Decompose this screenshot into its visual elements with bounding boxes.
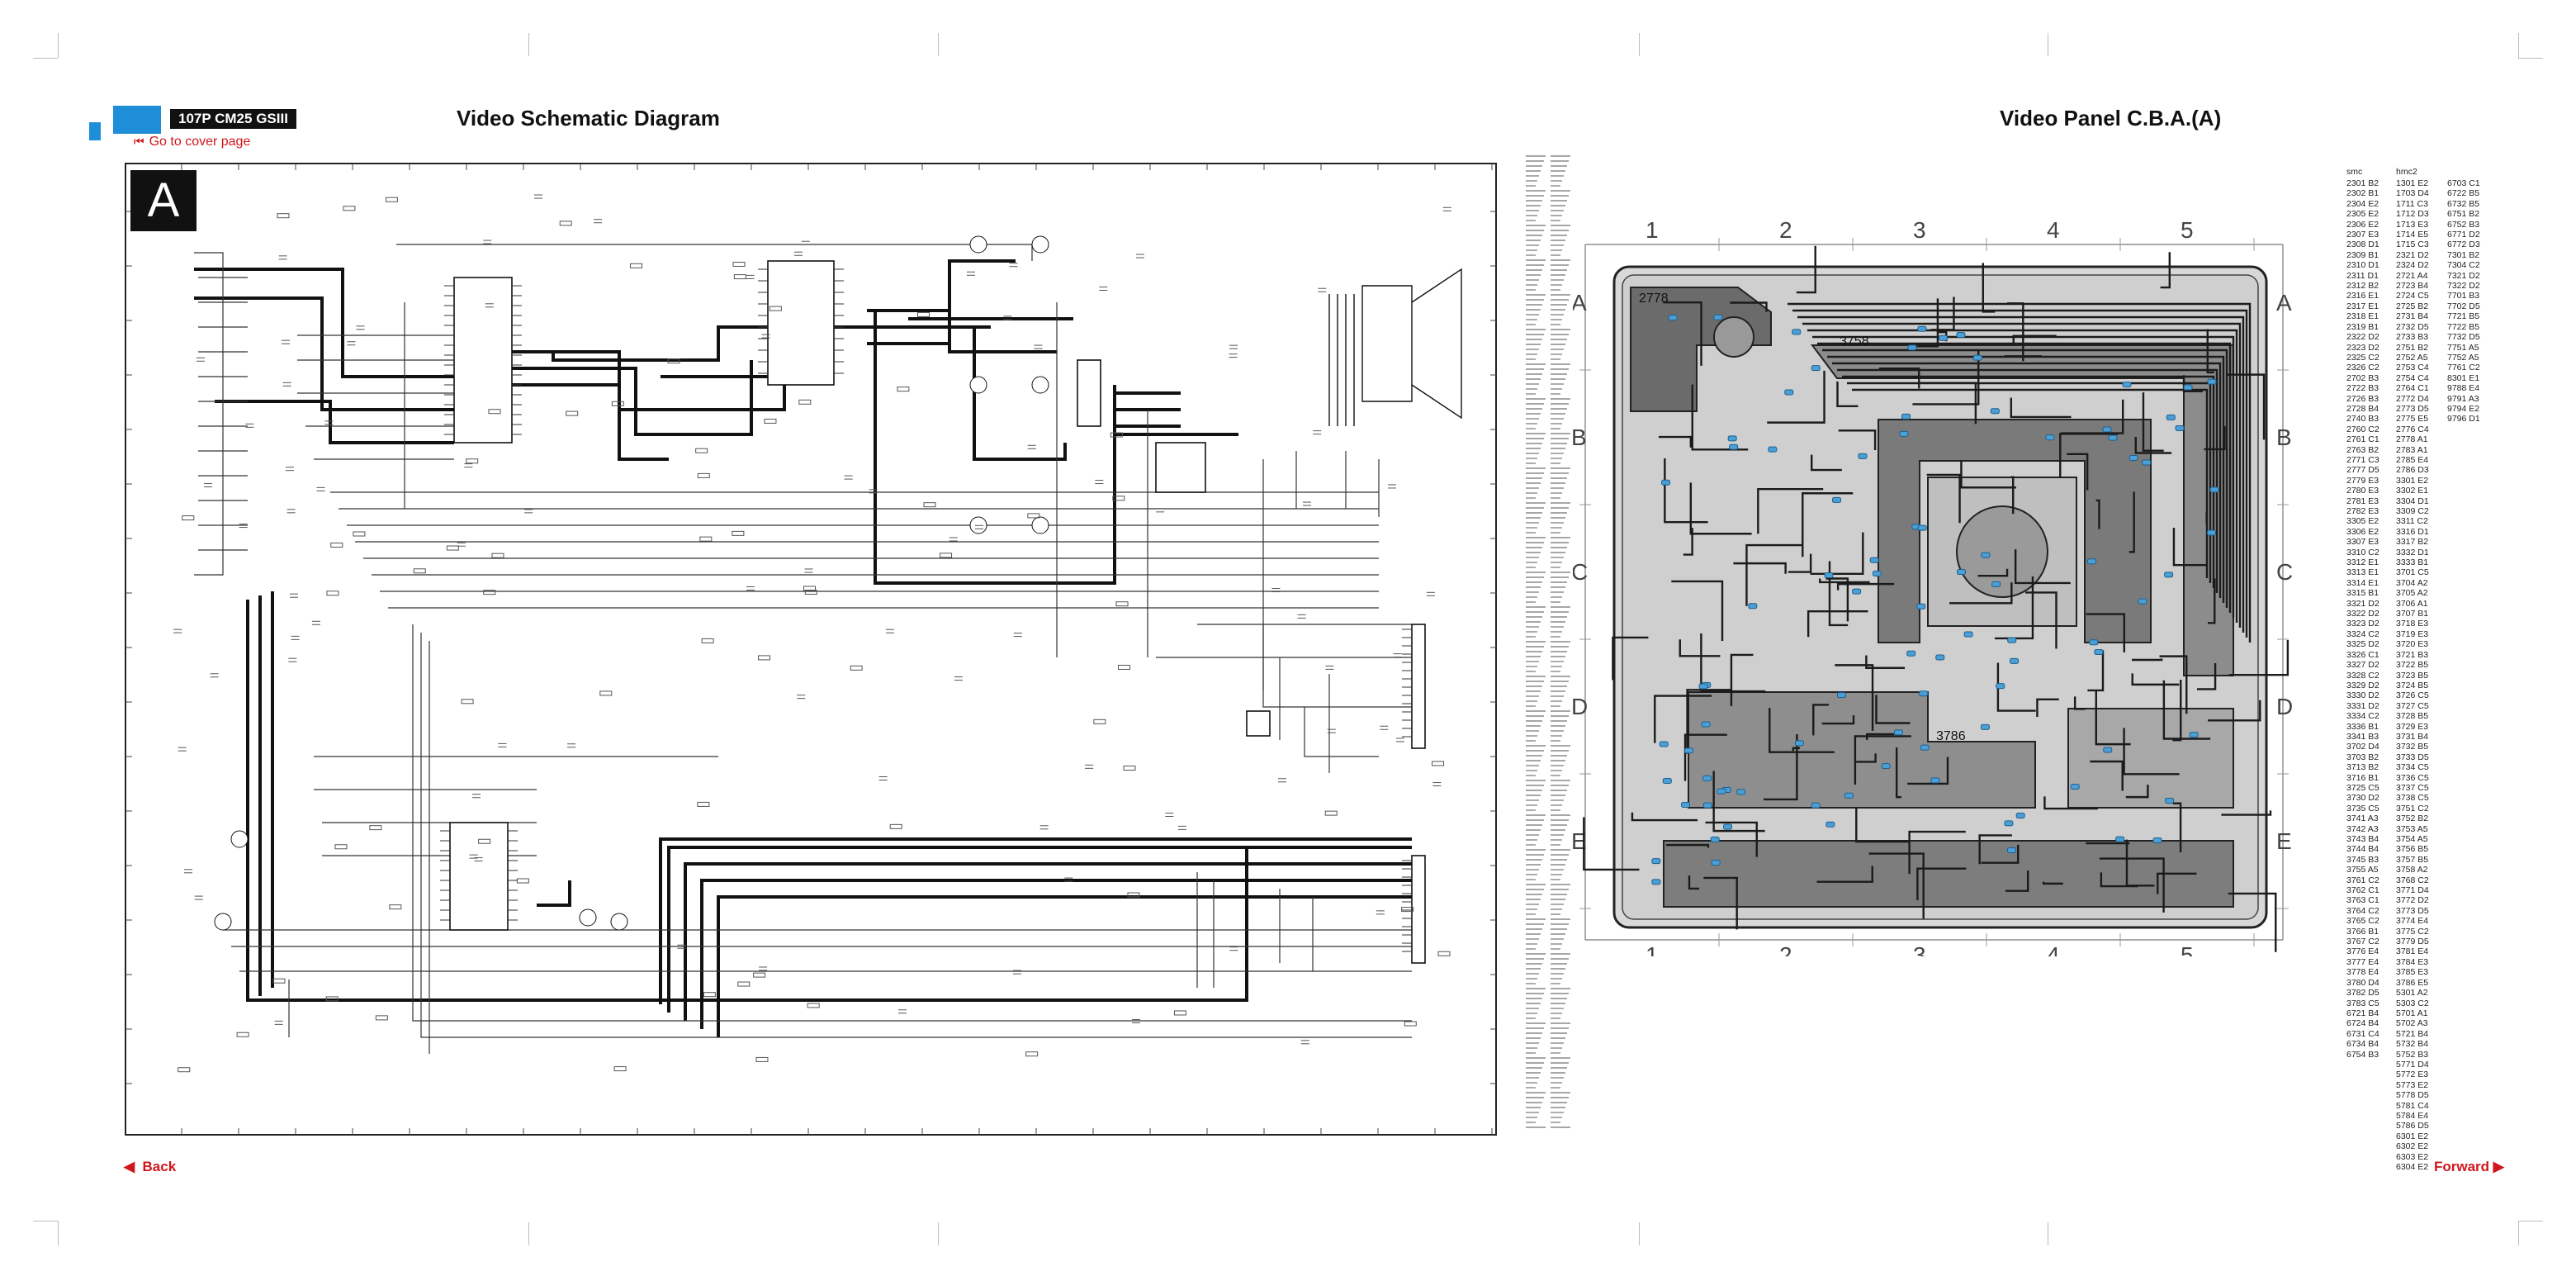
- svg-text:1: 1: [1646, 217, 1659, 243]
- header-badge: [113, 106, 161, 134]
- crop-mark: [1639, 1222, 1640, 1245]
- svg-text:B: B: [1573, 425, 1587, 450]
- back-label: Back: [142, 1159, 177, 1174]
- back-arrow-icon: ◀: [124, 1159, 135, 1174]
- header-tab: [89, 122, 101, 140]
- svg-text:3: 3: [1913, 942, 1926, 956]
- crop-mark: [938, 1222, 939, 1245]
- forward-label: Forward: [2434, 1159, 2490, 1174]
- crop-mark: [938, 33, 939, 56]
- svg-text:2: 2: [1779, 942, 1792, 956]
- crop-mark: [1639, 33, 1640, 56]
- index-head-hmc: hmc2: [2396, 167, 2417, 177]
- crop-mark: [2518, 33, 2519, 58]
- svg-text:5: 5: [2181, 942, 2194, 956]
- index-column-2: 1301 E2 1703 D4 1711 C3 1712 D3 1713 E3 …: [2396, 178, 2429, 1172]
- index-head-smc: smc: [2346, 167, 2363, 177]
- svg-text:A: A: [2276, 290, 2292, 315]
- svg-text:D: D: [1573, 694, 1588, 719]
- cover-link-label: Go to cover page: [149, 135, 251, 149]
- svg-text:C: C: [1573, 559, 1588, 585]
- crop-mark: [33, 58, 58, 59]
- video-schematic-diagram: [125, 163, 1497, 1136]
- crop-mark: [528, 33, 529, 56]
- model-label: 107P CM25 GSIII: [170, 109, 296, 129]
- pcb-title: Video Panel C.B.A.(A): [2000, 106, 2222, 130]
- svg-text:2: 2: [1779, 217, 1792, 243]
- svg-text:D: D: [2276, 694, 2293, 719]
- svg-text:C: C: [2276, 559, 2293, 585]
- skip-back-icon: ⏮: [134, 135, 144, 148]
- back-button[interactable]: ◀ Back: [124, 1159, 176, 1175]
- forward-button[interactable]: Forward ▶: [2434, 1159, 2504, 1175]
- crop-mark: [58, 33, 59, 58]
- part-location-list: [1526, 155, 1570, 1128]
- crop-mark: [58, 1221, 59, 1245]
- svg-text:E: E: [2276, 828, 2292, 854]
- index-column-3: 6703 C1 6722 B5 6732 B5 6751 B2 6752 B3 …: [2447, 178, 2480, 425]
- svg-text:4: 4: [2047, 217, 2060, 243]
- svg-text:3758: 3758: [1840, 334, 1869, 349]
- svg-text:B: B: [2276, 425, 2292, 450]
- crop-mark: [2518, 1221, 2519, 1245]
- section-letter-box: A: [130, 170, 197, 231]
- crop-mark: [528, 1222, 529, 1245]
- svg-text:3: 3: [1913, 217, 1926, 243]
- svg-text:5: 5: [2181, 217, 2194, 243]
- svg-text:2778: 2778: [1639, 292, 1669, 306]
- forward-arrow-icon: ▶: [2493, 1159, 2504, 1174]
- svg-text:1: 1: [1646, 942, 1659, 956]
- svg-text:A: A: [1573, 290, 1587, 315]
- go-to-cover-link[interactable]: ⏮ Go to cover page: [134, 135, 250, 149]
- crop-mark: [2518, 58, 2543, 59]
- svg-text:4: 4: [2047, 942, 2060, 956]
- schematic-title: Video Schematic Diagram: [457, 106, 720, 130]
- index-column-1: 2301 B2 2302 B1 2304 E2 2305 E2 2306 E2 …: [2346, 178, 2379, 1060]
- svg-text:3786: 3786: [1936, 729, 1966, 743]
